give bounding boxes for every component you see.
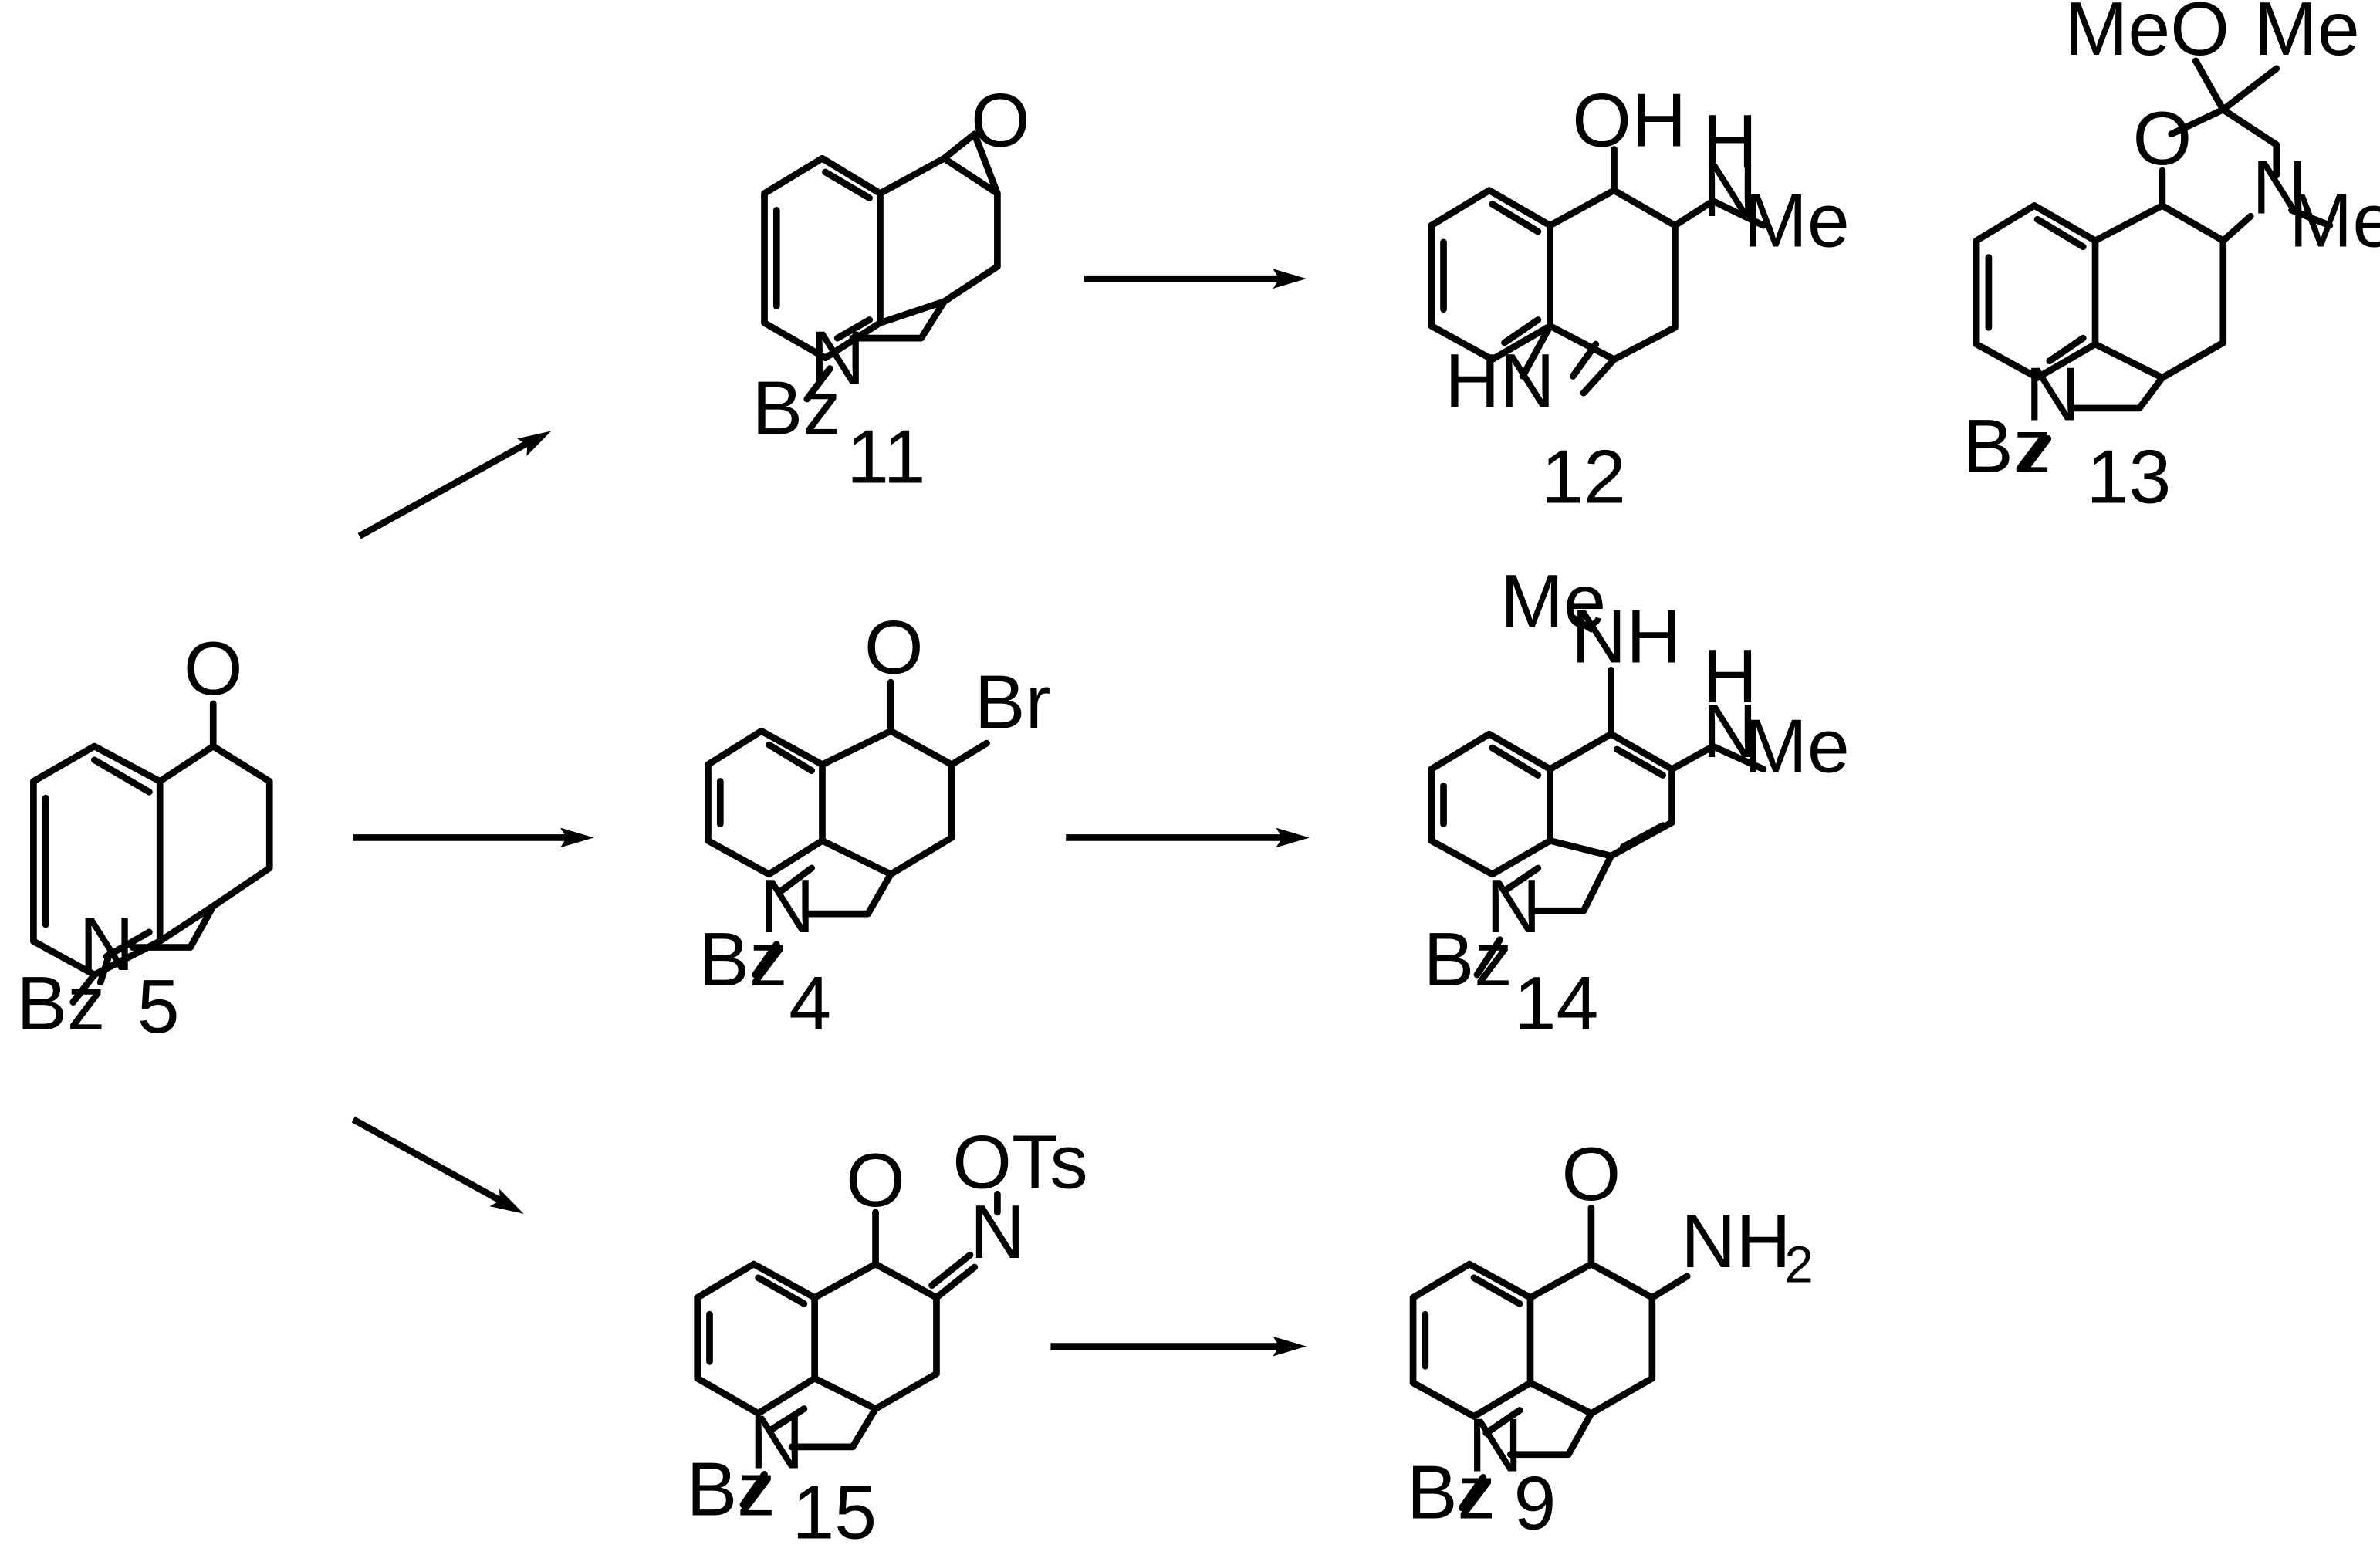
c14-NH: NH: [1571, 593, 1681, 678]
compound-label: 4: [789, 961, 831, 1046]
c13-methoxy: MeO: [2064, 0, 2230, 71]
c13-ring-N: N: [2252, 144, 2307, 229]
c11-epoxide-O: O: [971, 77, 1030, 162]
c5-N: N: [79, 901, 134, 986]
compound-12: OH N H Me HN 12: [1428, 77, 1850, 519]
arrow-11-to-12: [1084, 269, 1307, 289]
compound-label: 13: [2087, 434, 2172, 519]
c14-amine-N: N: [1702, 688, 1757, 773]
compound-15-bonds: [694, 1190, 1001, 1509]
compound-label: 12: [1541, 434, 1626, 519]
c9-amine-NH: NH: [1681, 1198, 1790, 1283]
c13-N: N: [2025, 352, 2080, 437]
compound-label: 11: [847, 414, 925, 499]
c9-amine-subscript: 2: [1785, 1236, 1814, 1294]
c5-substituent: Bz: [16, 961, 105, 1046]
c14-N: N: [1486, 864, 1541, 948]
c15-substituent: Bz: [687, 1447, 776, 1532]
c14-amine-H: H: [1702, 634, 1757, 718]
arrow-5-to-4: [353, 827, 594, 848]
c13-methyl: Me: [2254, 0, 2360, 71]
compound-13-bonds: [1973, 57, 2334, 473]
c4-N: N: [759, 864, 814, 948]
c11-substituent: Bz: [752, 365, 840, 450]
c13-ring-O: O: [2132, 96, 2192, 181]
compound-4: O Br N Bz 4: [698, 604, 1050, 1046]
c9-substituent: Bz: [1407, 1450, 1496, 1535]
compound-5-bonds: [30, 700, 273, 1006]
compound-label: 5: [137, 964, 180, 1049]
c11-N: N: [810, 315, 865, 400]
c12-amine-H: H: [1702, 99, 1757, 184]
compound-15: O N OTs N Bz 15: [687, 1119, 1088, 1554]
compound-label: 15: [792, 1469, 877, 1554]
compound-label: 9: [1513, 1460, 1556, 1545]
arrow-4-to-14: [1066, 827, 1310, 848]
compound-14-bonds: [1428, 613, 1767, 979]
compound-label: 14: [1514, 961, 1599, 1046]
c15-N: N: [749, 1399, 804, 1484]
c15-tosylate: OTs: [952, 1119, 1087, 1204]
compound-11: O N Bz 11: [752, 77, 1029, 499]
c13-substituent: Bz: [1962, 404, 2051, 488]
arrow-5-to-15: [351, 1116, 529, 1223]
c5-carbonyl-O: O: [184, 626, 243, 711]
c4-bromine: Br: [975, 659, 1051, 744]
c14-substituent: Bz: [1424, 917, 1513, 1002]
c12-amine-N: N: [1702, 147, 1757, 232]
c15-carbonyl-O: O: [846, 1138, 905, 1222]
c15-oxime-N: N: [970, 1189, 1025, 1274]
compound-9-bonds: [1409, 1204, 1691, 1512]
compound-14: Me NH N H Me N Bz 14: [1424, 559, 1850, 1046]
compound-5: N Bz O 5: [16, 626, 273, 1049]
c14-methyl-1: Me: [1500, 559, 1606, 644]
c12-OH: OH: [1572, 77, 1686, 162]
c9-N: N: [1468, 1402, 1523, 1487]
c13-N-methyl: Me: [2289, 178, 2380, 263]
c12-methyl: Me: [1744, 178, 1850, 263]
arrow-5-to-11: [357, 422, 556, 539]
c14-methyl-2: Me: [1744, 704, 1850, 789]
c4-substituent: Bz: [698, 917, 787, 1002]
arrow-15-to-9: [1050, 1336, 1307, 1357]
c4-carbonyl-O: O: [864, 604, 924, 689]
compound-12-bonds: [1428, 146, 1767, 397]
c12-indole-NH: HN: [1445, 338, 1554, 423]
compound-4-bonds: [705, 678, 990, 979]
compound-13: O N Me MeO Me N Bz 13: [1962, 0, 2380, 519]
compound-11-bonds: [761, 130, 1001, 403]
compound-9: O NH 2 N Bz 9: [1407, 1131, 1814, 1545]
c9-carbonyl-O: O: [1562, 1131, 1621, 1216]
